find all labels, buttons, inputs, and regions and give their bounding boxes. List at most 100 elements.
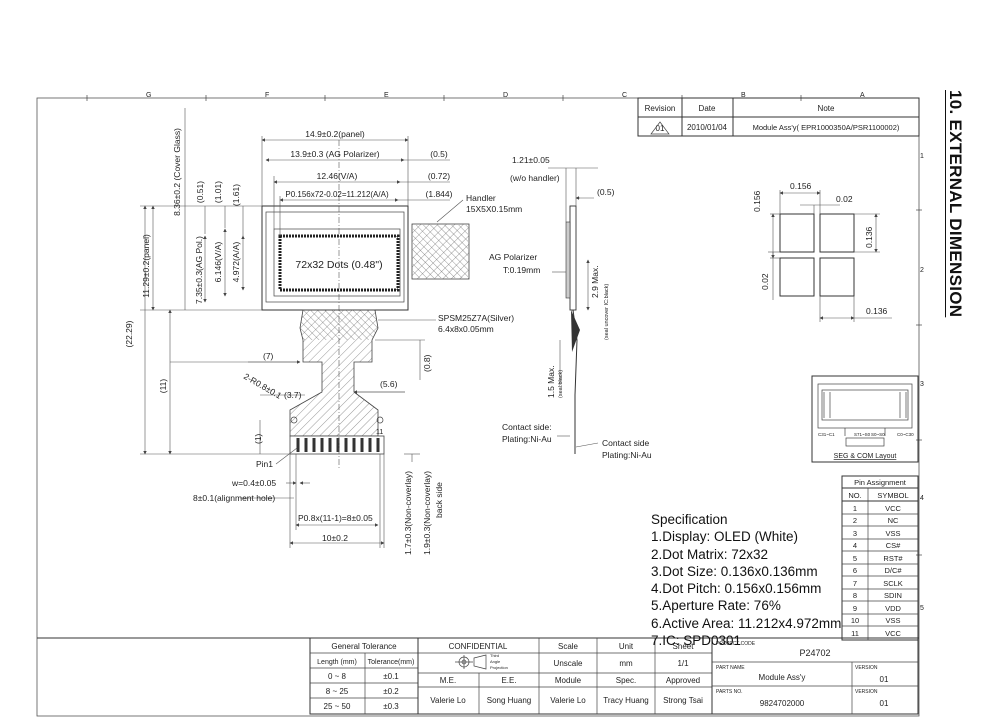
pin-symbol: VSS [885, 529, 900, 538]
dim-fpc-width: 10±0.2 [322, 533, 348, 543]
dim-101: (1.01) [213, 181, 223, 203]
dim-fpc-7: (7) [263, 351, 274, 361]
pin11-label: 11 [376, 429, 383, 436]
part-name-label: PART NAME [716, 665, 745, 671]
seg-com-c3: S0~S0 [871, 432, 885, 437]
seg-com-layout: C31~C1 S71~S0 S0~S0 C0~C30 SEG & COM Lay… [811, 375, 919, 463]
pin-symbol: SCLK [883, 579, 903, 588]
confidential-label: CONFIDENTIAL [449, 642, 508, 651]
seg-com-c4: C0~C30 [897, 432, 914, 437]
grid-letter-c: C [622, 92, 627, 99]
pin-symbol: D/C# [884, 566, 902, 575]
side-panel [569, 205, 577, 311]
version-label-1: VERSION [855, 665, 878, 671]
back-side-label: back side [434, 482, 444, 518]
pin-no: 2 [853, 516, 857, 525]
dim-alignment-hole: 8±0.1(alignment hole) [193, 493, 275, 503]
dim-051: (0.51) [195, 181, 205, 203]
grid-number-2: 2 [920, 267, 924, 274]
revision-value: 01 [656, 124, 665, 133]
pin-symbol: NC [888, 516, 899, 525]
length-header: Length (mm) [317, 659, 357, 666]
scale-header: Scale [558, 642, 579, 651]
dim-cover-glass: 8.36±0.2 (Cover Glass) [172, 128, 182, 216]
version-1: 01 [880, 675, 889, 684]
dim-fpc-height: (11) [158, 379, 168, 394]
pin-no-header: NO. [848, 491, 861, 500]
grid-letter-e: E [384, 92, 389, 99]
side-ag-polarizer [565, 221, 571, 299]
pin-no: 4 [853, 541, 857, 550]
revision-triangle-icon [650, 121, 670, 135]
role-approved: Approved [666, 676, 700, 685]
pin-no: 7 [853, 579, 857, 588]
alignment-hole-right [376, 416, 384, 424]
name-module: Valerie Lo [550, 696, 586, 705]
name-spec: Tracy Huang [603, 696, 649, 705]
specification-line: 3.Dot Size: 0.136x0.136mm [651, 563, 818, 579]
project-code: P24702 [799, 648, 830, 658]
front-view: 72x32 Dots (0.48") [124, 108, 522, 555]
specification-line: 7.IC: SPD0301 [651, 633, 742, 649]
pin-symbol: RST# [883, 554, 903, 563]
grid-number-1: 1 [920, 153, 924, 160]
pixel-pitch-h: 0.156 [790, 181, 812, 191]
parts-no-label: PARTS NO. [716, 689, 743, 695]
side-view: 1.21±0.05 (w/o handler) (0.5) AG Polariz… [489, 155, 652, 460]
dim-ag-offset: (0.5) [430, 149, 448, 159]
side-max-29: 2.9 Max. [590, 265, 600, 298]
pixel-size-h: 0.136 [866, 306, 888, 316]
pixel-pitch-v: 0.156 [752, 190, 762, 212]
scale-value: Unscale [554, 659, 583, 668]
date-header: Date [699, 104, 716, 113]
drawing-frame: G F E D C B A 1 2 3 4 5 [36, 92, 924, 717]
pin-assignment-table: Pin Assignment NO. SYMBOL 1 VCC 2 NC 3 V… [841, 475, 919, 641]
role-me: M.E. [440, 676, 456, 685]
dim-pin-width: w=0.4±0.05 [231, 478, 276, 488]
dim-thk-noncoverlay: 1.7±0.3(Non-coverlay) [403, 471, 413, 555]
general-tolerance: General Tolerance [331, 642, 397, 651]
parts-no: 9824702000 [760, 699, 805, 708]
handler-size: 15X5X0.15mm [466, 204, 522, 214]
side-without-handler: (w/o handler) [510, 173, 560, 183]
alignment-hole-left [290, 416, 298, 424]
pin-no: 10 [851, 616, 859, 625]
specification-line: 1.Display: OLED (White) [651, 529, 799, 545]
dim-fpc-1: (1) [253, 433, 263, 444]
unit-value: mm [619, 659, 633, 668]
dim-fpc-08: (0.8) [422, 354, 432, 372]
role-module: Module [555, 676, 582, 685]
pin-no: 3 [853, 529, 857, 538]
pin-no: 11 [851, 629, 859, 638]
version-2: 01 [880, 699, 889, 708]
grid-number-4: 4 [920, 495, 924, 502]
tolerance-value-2: ±0.2 [383, 687, 399, 696]
seg-com-label: SEG & COM Layout [834, 453, 897, 460]
specification-line: 5.Aperture Rate: 76% [651, 598, 781, 614]
pin-symbol: VCC [885, 629, 901, 638]
grid-letter-b: B [741, 92, 746, 99]
sheet-header: Sheet [673, 642, 695, 651]
contact-side-2: Contact side [602, 438, 650, 448]
handler-label: Handler [466, 193, 496, 203]
pin1-label: Pin1 [256, 459, 273, 469]
pin-symbol: VCC [885, 504, 901, 513]
pin-symbol: SDIN [884, 591, 902, 600]
tolerance-range-2: 8 ~ 25 [326, 687, 349, 696]
role-ee: E.E. [501, 676, 516, 685]
dim-pitch: P0.8x(11-1)=8±0.05 [298, 513, 373, 523]
plating-2: Plating:Ni-Au [602, 450, 652, 460]
plating-1: Plating:Ni-Au [502, 434, 552, 444]
role-spec: Spec. [616, 676, 636, 685]
projection-1: Third [490, 653, 499, 658]
ag-polarizer-outline [265, 211, 405, 303]
seg-com-c2: S71~S0 [854, 432, 871, 437]
pin-assignment-title: Pin Assignment [854, 478, 907, 487]
grid-number-3: 3 [920, 381, 924, 388]
side-offset: (0.5) [597, 187, 615, 197]
tolerance-value-1: ±0.1 [383, 672, 399, 681]
section-title: 10. EXTERNAL DIMENSION [935, 90, 975, 390]
dim-fpc-37: (3.7) [284, 390, 302, 400]
specification-line: 4.Dot Pitch: 0.156x0.156mm [651, 581, 822, 597]
